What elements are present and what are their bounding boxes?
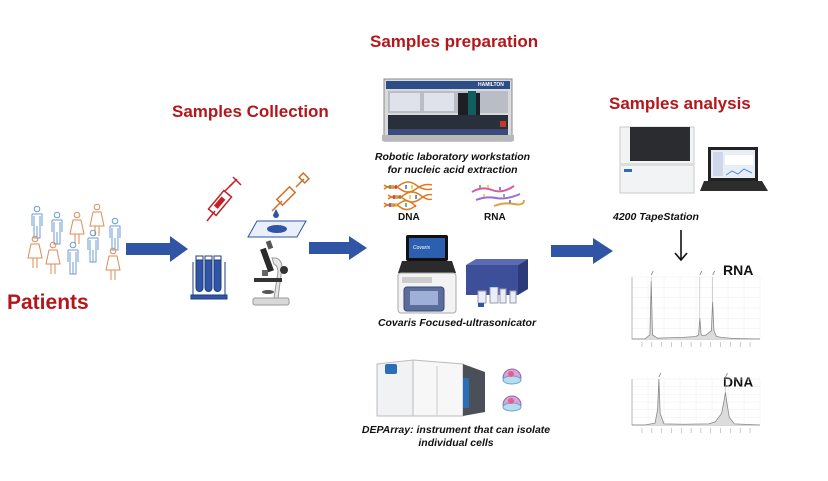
drop-icon <box>273 209 279 218</box>
rna-electropherogram-chart <box>631 270 761 347</box>
rna-label: RNA <box>484 212 506 223</box>
covaris-brand: Covaris <box>413 245 430 251</box>
peak-marker <box>725 372 728 378</box>
peak-marker <box>650 270 654 276</box>
arrow-right-icon <box>126 236 188 262</box>
peak-marker <box>699 270 703 276</box>
person-icon <box>109 217 121 251</box>
deparray-instrument-image <box>376 359 485 417</box>
patients-group-icon <box>27 203 121 280</box>
dna-helix-icon <box>383 181 433 211</box>
deparray-caption-line2: individual cells <box>418 437 494 449</box>
cell-icon <box>502 368 522 385</box>
peak-marker <box>658 372 662 378</box>
tapestation-instrument-image <box>619 126 768 194</box>
person-icon <box>31 205 43 239</box>
dna-electropherogram-chart <box>631 372 761 433</box>
series-area <box>632 379 760 425</box>
workstation-brand: HAMILTON <box>478 82 504 88</box>
microscope-icon <box>252 240 290 306</box>
series-line <box>632 281 761 340</box>
rna-chart-label: RNA <box>723 262 754 278</box>
person-icon <box>67 241 79 275</box>
deparray-caption: DEPArray: instrument that can isolate in… <box>356 424 556 450</box>
samples-collection-title: Samples Collection <box>172 102 329 121</box>
dna-chart-label: DNA <box>723 374 754 390</box>
person-icon <box>87 229 99 263</box>
arrow-right-icon <box>309 236 367 260</box>
person-icon <box>27 235 43 268</box>
cell-icon <box>502 395 522 412</box>
workstation-caption-line1: Robotic laboratory workstation <box>374 151 531 163</box>
arrow-right-icon <box>551 238 613 264</box>
tapestation-caption: 4200 TapeStation <box>613 211 699 223</box>
peak-marker <box>712 270 715 276</box>
test-tubes-rack-icon <box>190 255 228 300</box>
workstation-caption: Robotic laboratory workstation for nucle… <box>370 151 535 177</box>
robotic-workstation-image <box>382 78 514 142</box>
microscope-slide-icon <box>247 220 307 238</box>
samples-preparation-title: Samples preparation <box>370 32 539 51</box>
covaris-caption: Covaris Focused-ultrasonicator <box>377 317 537 329</box>
rna-strand-icon <box>471 185 525 207</box>
series-line <box>632 378 761 426</box>
person-icon <box>69 211 85 244</box>
samples-analysis-title: Samples analysis <box>609 94 751 113</box>
person-icon <box>45 241 61 274</box>
person-icon <box>89 203 105 236</box>
dna-label: DNA <box>398 212 420 223</box>
covaris-ultrasonicator-image <box>397 235 528 314</box>
syringe-icon <box>206 176 242 222</box>
pipette-icon <box>271 171 311 212</box>
workstation-caption-line2: for nucleic acid extraction <box>387 164 518 176</box>
patients-label: Patients <box>7 291 89 314</box>
deparray-caption-line1: DEPArray: instrument that can isolate <box>361 424 551 436</box>
person-icon <box>51 211 63 245</box>
arrow-down-icon <box>674 230 688 262</box>
person-icon <box>105 247 121 280</box>
